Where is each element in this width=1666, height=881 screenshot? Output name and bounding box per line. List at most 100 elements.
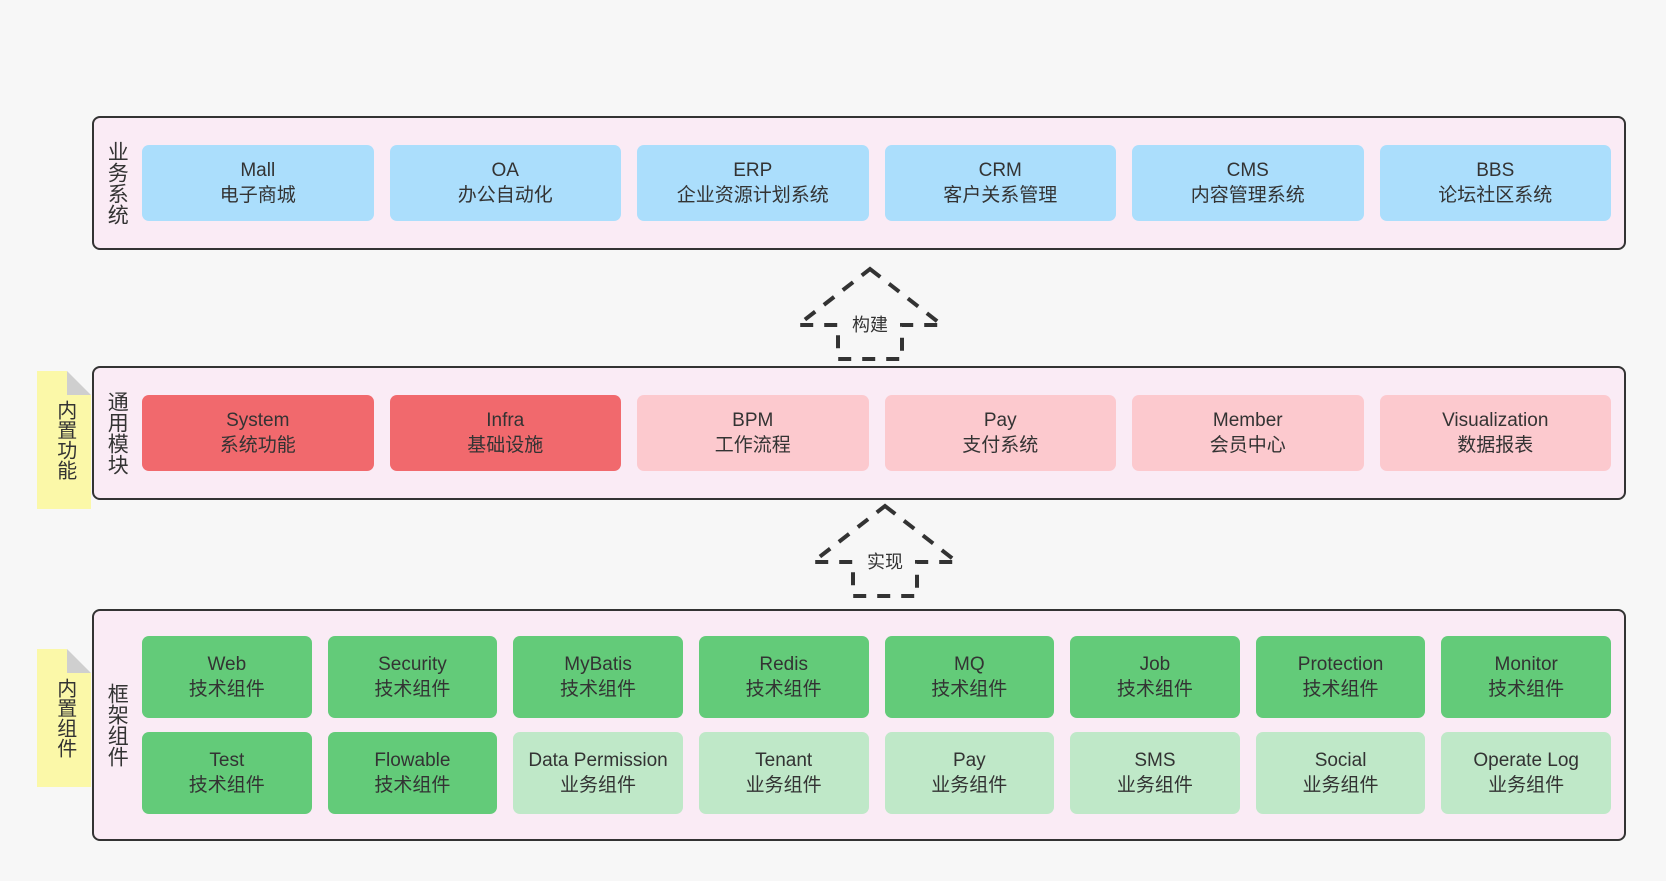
card-cms[interactable]: CMS 内容管理系统 (1132, 145, 1364, 221)
card-pay[interactable]: Pay 支付系统 (884, 395, 1116, 471)
card-title: Member (1212, 409, 1283, 431)
card-title: OA (491, 159, 519, 181)
card-subtitle: 技术组件 (374, 679, 451, 700)
card-title: Tenant (755, 749, 813, 771)
card-title: Data Permission (528, 749, 668, 771)
card-tenant[interactable]: Tenant 业务组件 (698, 732, 869, 814)
card-monitor[interactable]: Monitor 技术组件 (1441, 636, 1611, 718)
card-subtitle: 数据报表 (1457, 435, 1534, 456)
card-mall[interactable]: Mall 电子商城 (142, 145, 374, 221)
card-subtitle: 业务组件 (1302, 775, 1379, 796)
layer-framework-components: 框架组件 Web 技术组件 Security 技术组件 MyBatis 技术组件… (92, 609, 1626, 841)
card-web[interactable]: Web 技术组件 (142, 636, 312, 718)
card-subtitle: 技术组件 (1116, 679, 1193, 700)
card-data-permission[interactable]: Data Permission 业务组件 (513, 732, 683, 814)
layer-common-modules: 通用模块 System 系统功能 Infra 基础设施 BPM 工作流程 Pay… (92, 366, 1626, 500)
layer-title-framework: 框架组件 (105, 683, 129, 767)
card-row: System 系统功能 Infra 基础设施 BPM 工作流程 Pay 支付系统… (142, 395, 1611, 471)
layer-title-business: 业务系统 (105, 141, 129, 225)
card-subtitle: 技术组件 (1488, 679, 1565, 700)
card-subtitle: 技术组件 (560, 679, 637, 700)
card-title: Operate Log (1473, 749, 1579, 771)
card-mybatis[interactable]: MyBatis 技术组件 (513, 636, 683, 718)
card-system[interactable]: System 系统功能 (142, 395, 374, 471)
card-subtitle: 系统功能 (219, 435, 296, 456)
card-test[interactable]: Test 技术组件 (142, 732, 312, 814)
card-infra[interactable]: Infra 基础设施 (389, 395, 621, 471)
folded-corner-icon (67, 649, 91, 673)
card-subtitle: 企业资源计划系统 (676, 185, 829, 206)
card-title: Monitor (1494, 653, 1558, 675)
card-title: Mall (240, 159, 276, 181)
connector-build: 构建 (790, 263, 950, 363)
card-subtitle: 技术组件 (188, 775, 265, 796)
card-title: Protection (1297, 653, 1384, 675)
card-title: CRM (978, 159, 1022, 181)
card-title: Test (209, 749, 245, 771)
card-title: Web (207, 653, 247, 675)
card-subtitle: 技术组件 (374, 775, 451, 796)
layer-title-modules: 通用模块 (105, 391, 129, 475)
card-job[interactable]: Job 技术组件 (1070, 636, 1240, 718)
card-security[interactable]: Security 技术组件 (327, 636, 498, 718)
card-redis[interactable]: Redis 技术组件 (698, 636, 869, 718)
card-subtitle: 业务组件 (931, 775, 1008, 796)
card-subtitle: 业务组件 (745, 775, 822, 796)
card-title: BBS (1476, 159, 1515, 181)
card-subtitle: 论坛社区系统 (1438, 185, 1553, 206)
card-subtitle: 技术组件 (745, 679, 822, 700)
card-mq[interactable]: MQ 技术组件 (884, 636, 1055, 718)
card-subtitle: 内容管理系统 (1190, 185, 1305, 206)
card-subtitle: 办公自动化 (457, 185, 553, 206)
card-row: Mall 电子商城 OA 办公自动化 ERP 企业资源计划系统 CRM 客户关系… (142, 145, 1611, 221)
card-visualization[interactable]: Visualization 数据报表 (1379, 395, 1611, 471)
card-member[interactable]: Member 会员中心 (1132, 395, 1364, 471)
layer-business-systems: 业务系统 Mall 电子商城 OA 办公自动化 ERP 企业资源计划系统 CRM… (92, 116, 1626, 250)
card-sms[interactable]: SMS 业务组件 (1070, 732, 1240, 814)
card-subtitle: 业务组件 (560, 775, 637, 796)
card-row: Web 技术组件 Security 技术组件 MyBatis 技术组件 Redi… (142, 636, 1611, 718)
card-subtitle: 支付系统 (962, 435, 1039, 456)
card-title: Flowable (374, 749, 451, 771)
card-subtitle: 会员中心 (1209, 435, 1286, 456)
card-subtitle: 基础设施 (467, 435, 544, 456)
card-title: Visualization (1442, 409, 1549, 431)
card-bbs[interactable]: BBS 论坛社区系统 (1379, 145, 1611, 221)
card-subtitle: 技术组件 (188, 679, 265, 700)
layer-body-framework: Web 技术组件 Security 技术组件 MyBatis 技术组件 Redi… (138, 611, 1624, 839)
card-oa[interactable]: OA 办公自动化 (389, 145, 621, 221)
card-subtitle: 技术组件 (1302, 679, 1379, 700)
card-title: SMS (1134, 749, 1176, 771)
dashed-up-arrow-icon (792, 266, 948, 361)
card-subtitle: 电子商城 (219, 185, 296, 206)
card-title: Redis (759, 653, 808, 675)
dashed-up-arrow-icon (807, 503, 963, 598)
card-title: Pay (952, 749, 986, 771)
card-social[interactable]: Social 业务组件 (1255, 732, 1426, 814)
card-flowable[interactable]: Flowable 技术组件 (327, 732, 498, 814)
card-crm[interactable]: CRM 客户关系管理 (884, 145, 1116, 221)
card-title: MQ (954, 653, 985, 675)
folded-corner-icon (67, 371, 91, 395)
sticky-note-label: 内置组件 (53, 678, 76, 758)
layer-body-modules: System 系统功能 Infra 基础设施 BPM 工作流程 Pay 支付系统… (138, 368, 1624, 498)
connector-implement: 实现 (805, 500, 965, 600)
card-subtitle: 技术组件 (931, 679, 1008, 700)
card-subtitle: 业务组件 (1116, 775, 1193, 796)
card-operate-log[interactable]: Operate Log 业务组件 (1441, 732, 1611, 814)
layer-body-business: Mall 电子商城 OA 办公自动化 ERP 企业资源计划系统 CRM 客户关系… (138, 118, 1624, 248)
card-subtitle: 工作流程 (714, 435, 791, 456)
card-bpm[interactable]: BPM 工作流程 (637, 395, 869, 471)
card-title: System (226, 409, 290, 431)
card-title: Pay (983, 409, 1017, 431)
card-title: Security (378, 653, 447, 675)
card-erp[interactable]: ERP 企业资源计划系统 (637, 145, 869, 221)
sticky-note-builtin-features: 内置功能 (37, 371, 91, 509)
card-pay-business[interactable]: Pay 业务组件 (884, 732, 1055, 814)
connector-label-implement: 实现 (867, 552, 903, 572)
card-title: Job (1139, 653, 1171, 675)
card-title: Infra (486, 409, 525, 431)
card-title: MyBatis (564, 653, 632, 675)
card-protection[interactable]: Protection 技术组件 (1255, 636, 1426, 718)
